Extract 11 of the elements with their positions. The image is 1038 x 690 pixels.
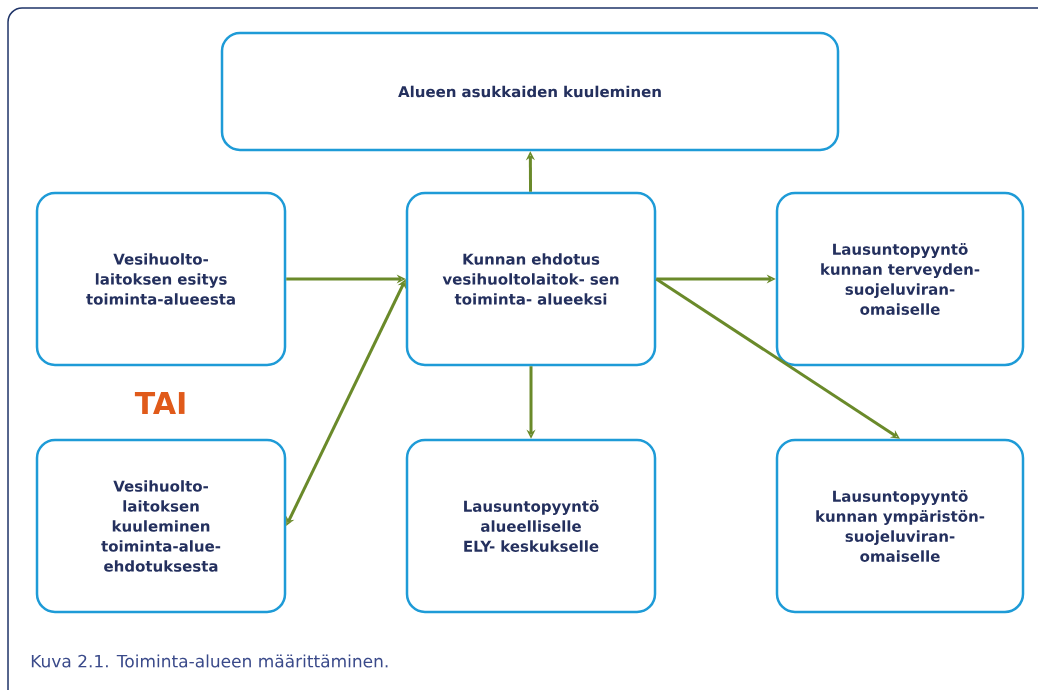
caption: Kuva 2.1. Toiminta-alueen määrittäminen. <box>31 654 388 668</box>
process-box: Vesihuolto- laitoksen kuuleminen toiminta-alue- ehdotuksesta <box>35 438 287 614</box>
process-box: Alueen asukkaiden kuuleminen <box>220 31 840 152</box>
or-label: TAI <box>134 392 185 414</box>
process-box: Lausuntopyyntö kunnan terveyden- suojeluviran- omaiselle <box>775 191 1025 367</box>
arrow <box>286 279 406 526</box>
arrow <box>655 277 900 439</box>
process-box: Kunnan ehdotus vesihuoltolaitok- sen toiminta- alueeksi <box>405 191 657 367</box>
process-box: Vesihuolto- laitoksen esitys toiminta-alueesta <box>35 191 287 367</box>
process-box: Lausuntopyyntö kunnan ympäristön- suojeluviran- omaiselle <box>775 438 1025 614</box>
process-box: Lausuntopyyntö alueelliselle ELY- keskukselle <box>405 438 657 614</box>
